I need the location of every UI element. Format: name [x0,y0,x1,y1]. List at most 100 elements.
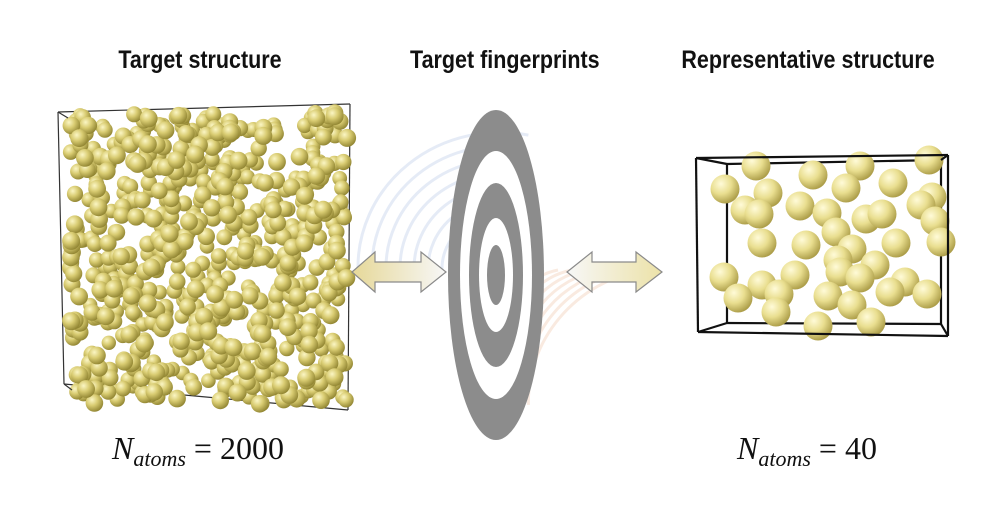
atom [236,242,255,260]
atom [813,281,843,311]
atom [290,147,309,166]
atom [186,145,205,164]
atom [803,311,833,341]
atom [741,151,771,181]
atom [881,228,911,258]
atom [216,229,233,246]
atom [115,352,134,371]
atom [747,228,777,258]
atom [297,368,316,387]
atom [177,125,195,143]
atom [85,394,104,412]
atom [147,363,166,382]
atom [237,361,256,380]
atom [878,168,908,198]
atom [325,107,344,126]
atom [126,106,143,123]
formula-symbol: N [737,430,759,466]
atom [312,391,330,410]
atom [335,153,352,171]
atom-count-representative: Natoms = 40 [737,430,877,472]
atom-cluster [62,104,357,413]
atom [216,177,234,196]
representative-box-front [694,153,950,338]
atom [867,199,897,229]
atom [279,254,297,272]
atom [135,334,154,353]
atom [274,274,292,292]
atom [205,106,222,123]
atom [240,209,258,226]
atom [101,335,117,350]
representative-structure [694,145,956,341]
atom [62,231,81,250]
atom [278,318,297,337]
atom [144,209,163,228]
atom [253,324,272,343]
atom [100,383,117,400]
atom [99,234,117,252]
atom [845,263,875,293]
atom [798,160,828,190]
atom [203,199,221,217]
atom [203,138,221,156]
atom [723,283,753,313]
atom [325,368,344,387]
atom [334,180,350,196]
formula-subscript: atoms [133,446,186,471]
atom [791,230,821,260]
atom [170,259,186,275]
atom [133,191,151,209]
atom [268,153,286,171]
atom [96,307,115,326]
atom [185,261,202,278]
atom [241,287,259,305]
atom [831,173,861,203]
atom [125,304,141,321]
atom [228,383,247,402]
atom [224,338,243,357]
atom [229,151,248,170]
atom [210,248,227,264]
atom [272,376,290,395]
atom [70,287,88,306]
atom [253,248,271,266]
atom [128,154,147,173]
title-representative-structure: Representative structure [681,46,935,74]
atom [785,191,815,221]
atom [195,307,213,326]
atom [254,365,272,383]
formula-symbol: N [112,430,134,466]
atom [926,227,956,257]
atom [337,269,356,287]
atom [108,146,126,165]
atom [65,215,84,234]
atom [180,212,198,231]
atom [199,322,218,341]
formula-subscript: atoms [758,446,811,471]
atom [206,285,225,304]
atom [88,252,105,268]
atom [105,279,123,298]
atom [231,183,249,201]
atom [204,151,220,167]
atom [305,292,322,309]
target-structure [57,103,357,413]
atom [914,145,944,175]
atom [101,369,119,387]
atom [179,298,196,316]
atom [209,123,227,142]
simulation-box-front [57,111,73,391]
atom [97,122,113,138]
formula-equals: = [193,430,212,466]
atom [315,128,332,146]
atom [77,380,95,398]
title-target-structure: Target structure [118,46,282,74]
atom [243,342,262,361]
atom [256,174,274,192]
title-target-fingerprints: Target fingerprints [410,46,600,74]
atom [328,338,345,356]
atom [328,223,345,240]
atom [264,201,282,219]
